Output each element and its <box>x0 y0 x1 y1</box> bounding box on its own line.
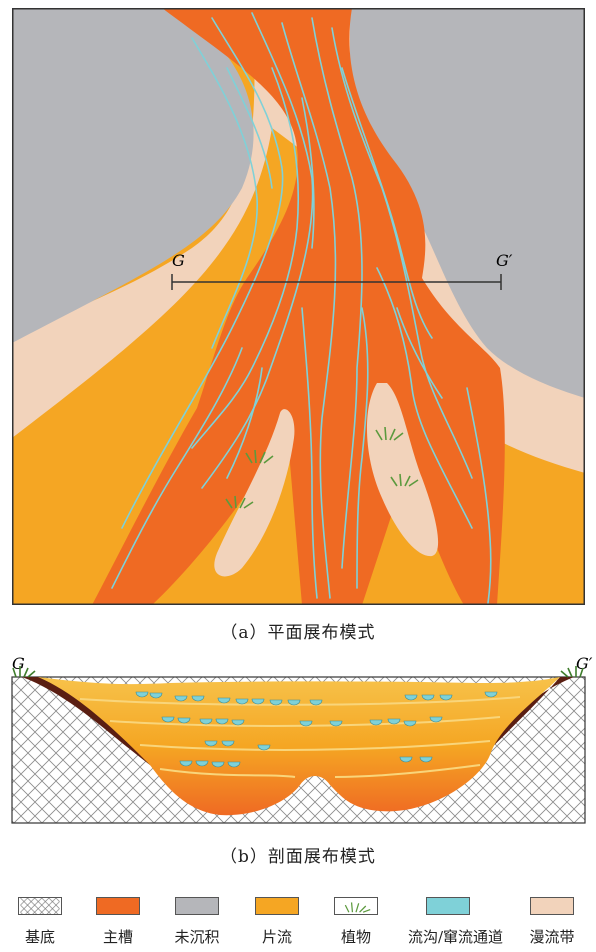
legend-label: 未沉积 <box>157 926 237 947</box>
cyan-swatch-icon <box>426 897 470 915</box>
plan-marker-start: G <box>172 251 185 270</box>
legend-label: 基底 <box>0 926 80 947</box>
plan-view-diagram: G G′ <box>12 8 585 605</box>
plan-marker-end: G′ <box>496 251 513 270</box>
legend-item-undeposited: 未沉积 <box>157 897 237 947</box>
section-view-caption: （b）剖面展布模式 <box>0 842 596 867</box>
legend-item-main-channel: 主槽 <box>78 897 158 947</box>
bank-vegetation-icons <box>13 666 583 677</box>
beige-swatch-icon <box>530 897 574 915</box>
legend-label: 漫流带 <box>512 926 592 947</box>
legend-label: 流沟/窜流通道 <box>408 926 488 947</box>
gray-swatch-icon <box>175 897 219 915</box>
yellow-swatch-icon <box>255 897 299 915</box>
grass-icon <box>334 897 378 915</box>
legend-item-rill-channel: 流沟/窜流通道 <box>408 897 488 947</box>
crosshatch-swatch-icon <box>18 897 62 915</box>
legend-label: 片流 <box>237 926 317 947</box>
cross-section-diagram: G G′ <box>0 655 596 825</box>
legend-item-overbank: 漫流带 <box>512 897 592 947</box>
plan-view-caption: （a）平面展布模式 <box>0 618 596 643</box>
legend-item-bedrock: 基底 <box>0 897 80 947</box>
legend-label: 植物 <box>316 926 396 947</box>
legend-item-sheet-flow: 片流 <box>237 897 317 947</box>
section-marker-right: G′ <box>576 655 593 673</box>
legend-label: 主槽 <box>78 926 158 947</box>
legend: 基底 主槽 未沉积 片流 植物 流沟/窜流通道 漫流带 <box>0 897 596 952</box>
orange-swatch-icon <box>96 897 140 915</box>
legend-item-vegetation: 植物 <box>316 897 396 947</box>
